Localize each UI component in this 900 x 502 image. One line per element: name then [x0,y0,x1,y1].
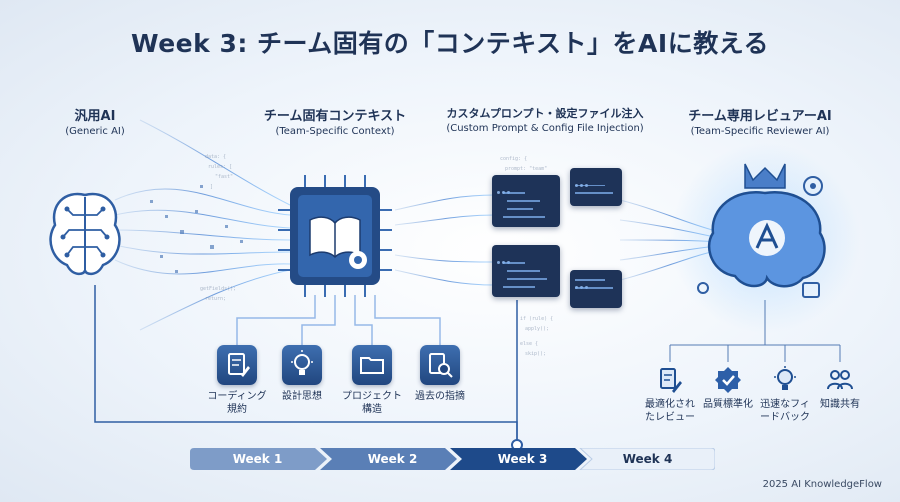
reviewer-ai-title: チーム専用レビュアーAI [688,109,832,124]
coding-rules-icon-box [217,345,257,385]
context-item-label: プロジェクト 構造 [342,391,402,415]
svg-text:rules: [: rules: [ [208,164,232,170]
week-4-step[interactable]: Week 4 [622,452,673,466]
page-title: Week 3: チーム固有の「コンテキスト」をAIに教える [131,29,769,58]
context-item-label: 過去の指摘 [415,391,465,402]
svg-text:getFields();: getFields(); [200,286,236,292]
svg-text:if (rule) {: if (rule) { [520,316,553,322]
week-3-step[interactable]: Week 3 [497,452,548,466]
reviewer-item-label: 知識共有 [820,399,860,410]
svg-text:]: ] [210,184,213,190]
document-search-icon [429,353,453,378]
svg-text:"fast": "fast" [215,174,233,180]
copyright-footer: 2025 AI KnowledgeFlow [762,479,882,490]
team-context-subtitle: (Team-Specific Context) [275,126,395,137]
reviewer-item-label: 最適化され たレビュー [645,399,695,423]
reviewer-ai-subtitle: (Team-Specific Reviewer AI) [690,126,830,137]
svg-text:data: {: data: { [205,154,226,160]
svg-text:config: {: config: { [500,156,527,162]
context-item-label: コーディング 規約 [207,391,267,415]
week-1-step[interactable]: Week 1 [232,452,283,466]
week-timeline [190,448,715,470]
lightbulb-icon [774,366,796,390]
generic-brain-icon [49,192,121,276]
document-edit-icon [228,353,250,377]
injection-subtitle: (Custom Prompt & Config File Injection) [446,123,644,134]
injection-title: カスタムプロンプト・設定ファイル注入 [446,107,644,120]
svg-text:prompt: "team": prompt: "team" [505,166,547,172]
generic-ai-heading: 汎用AI (Generic AI) [40,105,150,137]
design-philosophy-icon-box [282,345,322,385]
reviewer-brain-icon [697,163,826,298]
code-lines-decoration [503,185,613,289]
reviewer-item-label: 迅速なフィ ードバック [760,399,810,423]
generic-ai-subtitle: (Generic AI) [65,126,125,137]
reviewer-item-label: 品質標準化 [703,399,753,410]
badge-check-icon [715,367,741,393]
settings-code-panel [570,270,622,308]
reviewer-ai-heading: チーム専用レビュアーAI (Team-Specific Reviewer AI) [670,105,850,137]
svg-text:else {: else { [520,341,538,347]
folder-icon [360,357,384,374]
generic-ai-title: 汎用AI [74,109,116,124]
lightbulb-icon [291,350,313,375]
context-item-label: 設計思想 [282,391,322,402]
team-context-title: チーム固有コンテキスト [263,109,407,124]
team-context-heading: チーム固有コンテキスト (Team-Specific Context) [240,105,430,137]
svg-text:return;: return; [205,296,226,302]
context-chip-icon [278,175,392,297]
injection-heading: カスタムプロンプト・設定ファイル注入 (Custom Prompt & Conf… [430,105,660,134]
people-icon [827,370,853,390]
document-pen-icon [660,368,682,393]
past-feedback-icon-box [420,345,460,385]
week-2-step[interactable]: Week 2 [367,452,418,466]
svg-text:skip();: skip(); [525,351,546,357]
svg-text:apply();: apply(); [525,326,549,332]
project-structure-icon-box [352,345,392,385]
